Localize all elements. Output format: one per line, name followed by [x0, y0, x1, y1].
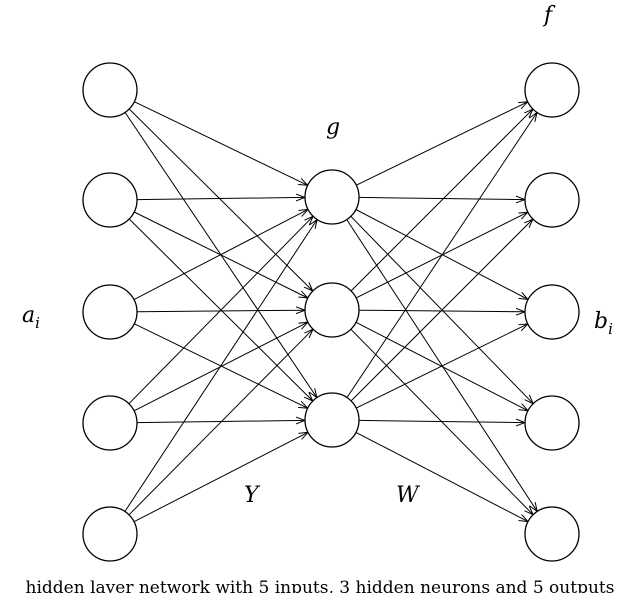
- edge-h3-o4: [358, 420, 525, 422]
- weights-y-label: Y: [244, 483, 261, 508]
- connections: [124, 101, 537, 523]
- output-layer-label: f: [542, 3, 556, 28]
- edge-i3-h2: [136, 310, 305, 312]
- input-label: ai: [22, 303, 40, 332]
- output-label: bi: [594, 309, 613, 338]
- hidden-layer-label: g: [326, 115, 340, 140]
- edge-h1-o1: [356, 102, 527, 186]
- weights-w-label: W: [396, 483, 421, 508]
- edge-h1-o2: [358, 197, 525, 199]
- edge-h2-o1: [350, 109, 533, 292]
- hidden-neuron-1: [304, 169, 360, 225]
- figure-caption: hidden layer network with 5 inputs, 3 hi…: [25, 578, 615, 593]
- output-neuron-2: [524, 172, 580, 228]
- input-neuron-4: [82, 395, 138, 451]
- edge-i1-h2: [128, 108, 313, 291]
- edge-i5-h3: [133, 432, 308, 523]
- input-neuron-1: [82, 62, 138, 118]
- hidden-neuron-2: [304, 282, 360, 338]
- output-neuron-3: [524, 284, 580, 340]
- input-neuron-2: [82, 172, 138, 228]
- input-neuron-3: [82, 284, 138, 340]
- edge-h3-o3: [355, 324, 528, 409]
- hidden-neuron-3: [304, 392, 360, 448]
- output-neuron-1: [524, 62, 580, 118]
- edge-i1-h1: [134, 101, 307, 186]
- edge-i5-h2: [128, 329, 313, 516]
- edge-h3-o5: [355, 431, 528, 521]
- edge-h3-o2: [350, 219, 533, 402]
- edge-h3-o1: [346, 113, 537, 398]
- output-neuron-5: [524, 506, 580, 562]
- input-neuron-5: [82, 506, 138, 562]
- output-neuron-4: [524, 395, 580, 451]
- edge-i5-h1: [124, 220, 317, 512]
- edge-i3-h1: [133, 209, 308, 301]
- neurons: [82, 62, 580, 562]
- edge-h2-o3: [358, 310, 525, 312]
- edge-i2-h1: [136, 197, 305, 199]
- edge-i4-h2: [133, 322, 308, 412]
- edge-i4-h1: [128, 216, 313, 405]
